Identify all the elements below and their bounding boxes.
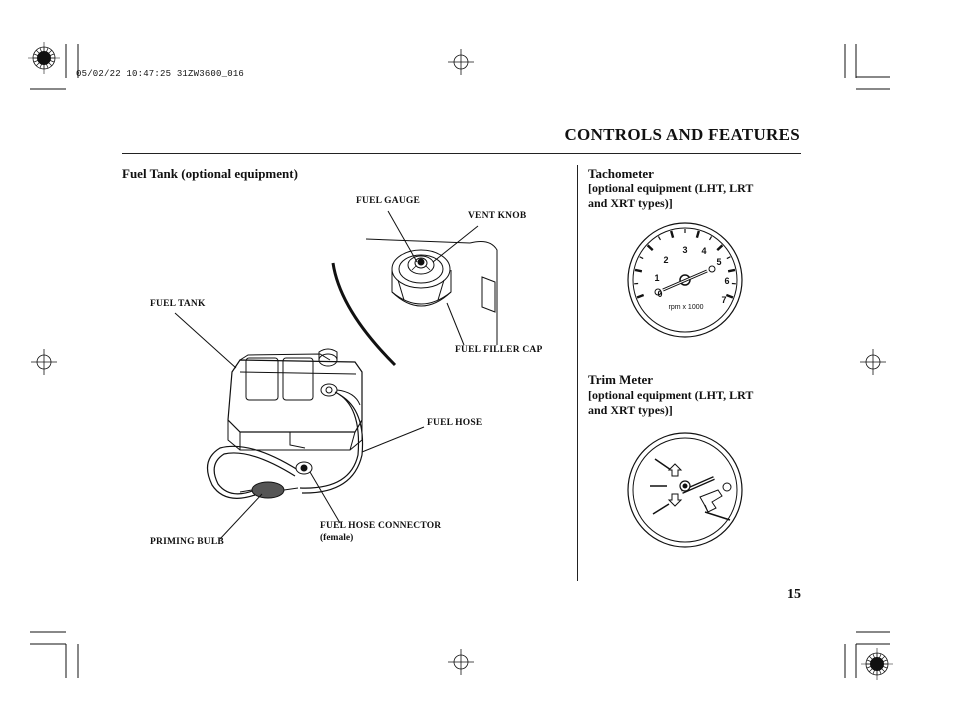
page-number: 15 [787, 587, 801, 602]
tachometer-note-line2: and XRT types)] [588, 196, 673, 210]
header-rule [122, 153, 801, 154]
tach-num-0: 0 [657, 289, 662, 299]
tach-tick [646, 244, 654, 251]
priming-bulb-callout: PRIMING BULB [150, 537, 224, 547]
tach-num-3: 3 [682, 245, 687, 255]
trim-meter-heading: Trim Meter [588, 372, 654, 387]
registration-sunburst-icon [861, 648, 893, 680]
tach-num-2: 2 [663, 255, 668, 265]
tach-num-1: 1 [654, 273, 659, 283]
tach-num-7: 7 [721, 295, 726, 305]
fuel-hose-callout: FUEL HOSE [427, 418, 483, 428]
tach-tick [725, 293, 734, 299]
fuel-filler-cap-callout: FUEL FILLER CAP [455, 345, 543, 355]
fuel-hose-connector-callout: FUEL HOSE CONNECTOR [320, 521, 442, 531]
tach-num-5: 5 [716, 257, 721, 267]
tach-tick [695, 230, 700, 238]
fuel-gauge-callout: FUEL GAUGE [356, 196, 421, 206]
tachometer-heading: Tachometer [588, 166, 654, 181]
tach-num-6: 6 [724, 276, 729, 286]
tach-tick [639, 256, 644, 260]
tach-tick [708, 236, 713, 241]
trim-meter-note-line1: [optional equipment (LHT, LRT [588, 388, 754, 402]
column-divider [577, 165, 578, 581]
tach-tick [716, 244, 724, 251]
trim-up-arrow-icon [667, 463, 683, 477]
tach-unit-label: rpm x 1000 [668, 304, 703, 311]
tach-num-4: 4 [701, 246, 706, 256]
trim-down-arrow-icon [667, 493, 683, 507]
registration-sunburst-icon [28, 42, 60, 74]
tach-tick [727, 268, 736, 273]
fuel-tank-callout: FUEL TANK [150, 299, 206, 309]
section-title: CONTROLS AND FEATURES [564, 125, 800, 144]
tach-tick [636, 293, 645, 299]
vent-knob-callout: VENT KNOB [468, 211, 527, 221]
tach-tick [657, 236, 662, 241]
tach-tick [670, 230, 675, 238]
fuel-tank-heading: Fuel Tank (optional equipment) [122, 166, 298, 181]
trim-meter-note-line2: and XRT types)] [588, 403, 673, 417]
tach-tick [634, 268, 643, 273]
fuel-hose-connector-note: (female) [320, 533, 354, 543]
outboard-motor-icon [699, 489, 723, 513]
tach-tick [726, 256, 731, 260]
print-stamp: 05/02/22 10:47:25 31ZW3600_016 [76, 69, 245, 79]
tachometer-note-line1: [optional equipment (LHT, LRT [588, 181, 754, 195]
